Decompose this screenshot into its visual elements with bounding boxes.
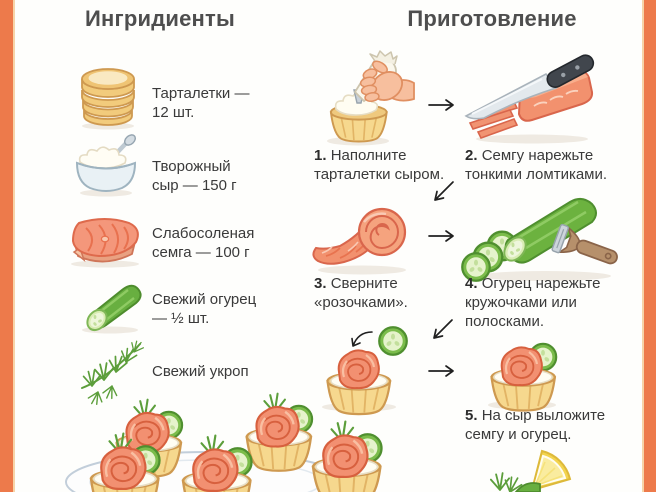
finished-tartlet-icon [482,340,566,412]
plate-of-tartlets-icon [64,394,348,492]
step-3-text: 3. Сверните «розочками». [314,275,408,311]
arrow-down-left-icon [431,180,455,204]
preparation-title: Приготовление [407,6,577,31]
piping-bag-tartlet-icon [324,50,416,146]
ingredient-label-tartlets: Тарталетки — 12 шт. [152,85,250,121]
cucumber-icon [76,278,144,334]
knife-salmon-icon [462,52,602,146]
right-border-strip [642,0,656,492]
arrow-right-icon [427,228,457,244]
lemon-wedge-icon [518,448,582,492]
ingredient-label-cucumber: Свежий огурец — ½ шт. [152,291,257,327]
arrow-down-left-icon [430,318,454,342]
assembly-tartlet-icon [314,326,410,416]
arrow-right-icon [427,97,457,113]
cream-cheese-bowl-icon [72,134,140,198]
ingredients-title: Ингридиенты [84,6,235,31]
salmon-steak-icon [64,214,146,268]
arrow-right-icon [427,363,457,379]
step-5-text: 5. На сыр выложите семгу и огурец. [465,407,606,443]
step-4-text: 4. Огурец нарежьте кружочками или полоск… [465,275,601,330]
salmon-roll-icon [310,204,414,276]
cucumber-peeler-icon [460,194,624,282]
step-2-text: 2. Семгу нарежьте тонкими ломтиками. [465,147,608,183]
left-border-strip [0,0,15,492]
ingredient-label-cheese: Творожный сыр — 150 г [152,158,237,194]
ingredient-label-salmon: Слабосоленая семга — 100 г [152,225,255,261]
dill-icon [78,336,146,408]
tartlet-stack-icon [76,60,140,130]
garnish-dill-cucumber-icon [488,472,542,492]
step-1-text: 1. Наполните тарталетки сыром. [314,147,445,183]
ingredient-label-dill: Свежий укроп [152,363,249,380]
